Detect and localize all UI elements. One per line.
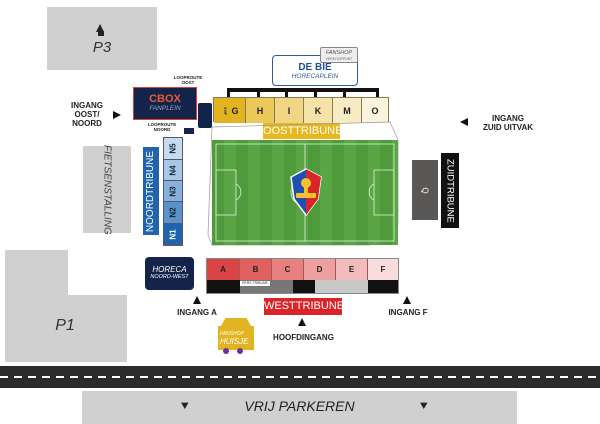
section-n1[interactable]: N1 [164, 224, 182, 245]
section-k[interactable]: K [304, 98, 333, 123]
arrow-left-icon [460, 118, 468, 126]
ingang-f-label: INGANG F [388, 308, 428, 317]
section-c[interactable]: C [272, 259, 304, 280]
p1-label: P1 [55, 317, 75, 334]
arrow-up-icon [403, 296, 411, 304]
parking-p3: P3 [47, 7, 157, 70]
road [0, 366, 600, 388]
cbox-fanplein[interactable]: CBOX FANPLEIN [133, 87, 197, 120]
section-n2[interactable]: N2 [164, 202, 182, 224]
section-h[interactable]: H [246, 98, 275, 123]
vrij-parkeren: ⯆ VRIJ PARKEREN ⯆ [82, 391, 517, 424]
section-o[interactable]: O [362, 98, 388, 123]
noordtribune-label: NOORDTRIBUNE [143, 147, 159, 235]
section-d[interactable]: D [304, 259, 336, 280]
chevron-down-icon: ⯆ [419, 399, 429, 413]
section-b[interactable]: B [240, 259, 272, 280]
oosttribune-label: OOSTTRIBUNE [263, 123, 343, 139]
chevron-down-icon: ⯆ [180, 399, 190, 413]
fanshop-verkooppunt: FANSHOP VERKOOPPUNT [320, 47, 358, 63]
section-e[interactable]: E [336, 259, 368, 280]
pers-tribune-label: PERS TRIBUNE [240, 281, 270, 286]
hoofdingang-label: HOOFDINGANG [273, 333, 334, 342]
club-crest-icon [290, 168, 322, 217]
fanshop-huisje[interactable]: FANSHOP HUISJE [218, 318, 254, 355]
section-n3[interactable]: N3 [164, 181, 182, 202]
westtribune-label: WESTTRIBUNE [264, 298, 344, 315]
vrij-parkeren-label: VRIJ PARKEREN [244, 398, 355, 414]
section-n4[interactable]: N4 [164, 160, 182, 181]
horeca-noord-west[interactable]: HORECA NOORD-WEST [145, 257, 194, 290]
zuidtribune-label: ZUIDTRIBUNE [441, 153, 459, 228]
section-i[interactable]: I [275, 98, 304, 123]
noordtribune: N5 N4 N3 N2 N1 [163, 137, 183, 246]
section-q[interactable]: Q [412, 160, 438, 220]
section-f[interactable]: F [368, 259, 398, 280]
arrow-right-icon [113, 111, 121, 119]
arrow-up-icon [193, 296, 201, 304]
section-n5[interactable]: N5 [164, 138, 182, 160]
fietsenstalling: FIETSENSTALLING [83, 145, 131, 234]
p3-label: P3 [92, 39, 112, 56]
section-a[interactable]: A [207, 259, 240, 280]
ingang-a-label: INGANG A [177, 308, 217, 317]
westtribune: A B C D E F PERS TRIBUNE [206, 258, 399, 294]
arrow-up-icon [298, 318, 306, 326]
arrow-up-icon [96, 24, 104, 32]
section-m[interactable]: M [333, 98, 362, 123]
